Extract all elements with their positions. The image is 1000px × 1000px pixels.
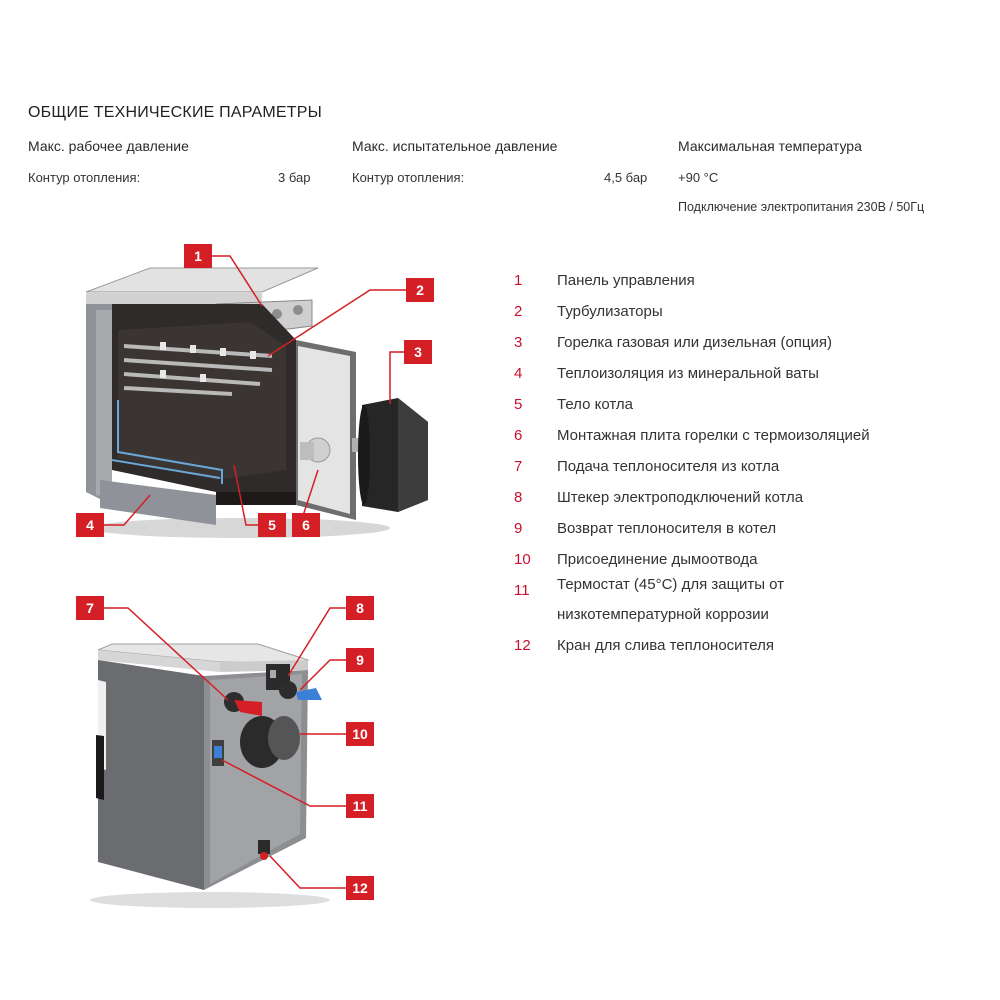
legend-num-10: 10 xyxy=(514,551,531,568)
legend-text-12: Кран для слива теплоносителя xyxy=(557,637,774,654)
legend-num-3: 3 xyxy=(514,334,523,351)
legend-text-9: Возврат теплоносителя в котел xyxy=(557,520,777,537)
callout-1: 1 xyxy=(184,244,212,268)
legend-text-11-line2: низкотемпературной коррозии xyxy=(557,606,769,623)
param-heading-working-pressure: Макс. рабочее давление xyxy=(28,138,189,154)
param-value-test-pressure: 4,5 бар xyxy=(604,170,648,185)
legend-num-11: 11 xyxy=(514,582,530,599)
param-power-supply: Подключение электропитания 230В / 50Гц xyxy=(678,200,925,214)
param-heading-max-temp: Максимальная температура xyxy=(678,138,862,154)
legend-text-5: Тело котла xyxy=(557,396,633,413)
legend-text-11: Термостат (45°С) для защиты от xyxy=(557,576,785,593)
legend-num-1: 1 xyxy=(514,272,523,289)
section-title: ОБЩИЕ ТЕХНИЧЕСКИЕ ПАРАМЕТРЫ xyxy=(28,104,323,121)
param-value-working-pressure: 3 бар xyxy=(278,170,311,185)
callout-2: 2 xyxy=(406,278,434,302)
param-label-test-pressure: Контур отопления: xyxy=(352,170,465,185)
callout-9: 9 xyxy=(346,648,374,672)
callout-5: 5 xyxy=(258,513,286,537)
callout-8: 8 xyxy=(346,596,374,620)
legend-text-3: Горелка газовая или дизельная (опция) xyxy=(557,334,832,351)
callout-11: 11 xyxy=(346,794,374,818)
legend-text-1: Панель управления xyxy=(557,272,695,289)
legend-num-4: 4 xyxy=(514,365,523,382)
callout-7: 7 xyxy=(76,596,104,620)
callout-4: 4 xyxy=(76,513,104,537)
legend-num-9: 9 xyxy=(514,520,523,537)
legend-num-5: 5 xyxy=(514,396,523,413)
legend-num-8: 8 xyxy=(514,489,523,506)
param-value-max-temp: +90 °С xyxy=(678,170,719,185)
param-heading-test-pressure: Макс. испытательное давление xyxy=(352,138,558,154)
legend-text-4: Теплоизоляция из минеральной ваты xyxy=(557,365,819,382)
callout-12: 12 xyxy=(346,876,374,900)
legend-text-10: Присоединение дымоотвода xyxy=(557,551,758,568)
legend-num-7: 7 xyxy=(514,458,523,475)
legend-text-7: Подача теплоносителя из котла xyxy=(557,458,780,475)
legend-text-2: Турбулизаторы xyxy=(557,303,663,320)
legend-num-2: 2 xyxy=(514,303,523,320)
callout-10: 10 xyxy=(346,722,374,746)
legend-text-8: Штекер электроподключений котла xyxy=(557,489,804,506)
param-label-working-pressure: Контур отопления: xyxy=(28,170,141,185)
legend-num-6: 6 xyxy=(514,427,523,444)
callout-6: 6 xyxy=(292,513,320,537)
legend-text-6: Монтажная плита горелки с термоизоляцией xyxy=(557,427,870,444)
callout-3: 3 xyxy=(404,340,432,364)
legend-num-12: 12 xyxy=(514,637,531,654)
